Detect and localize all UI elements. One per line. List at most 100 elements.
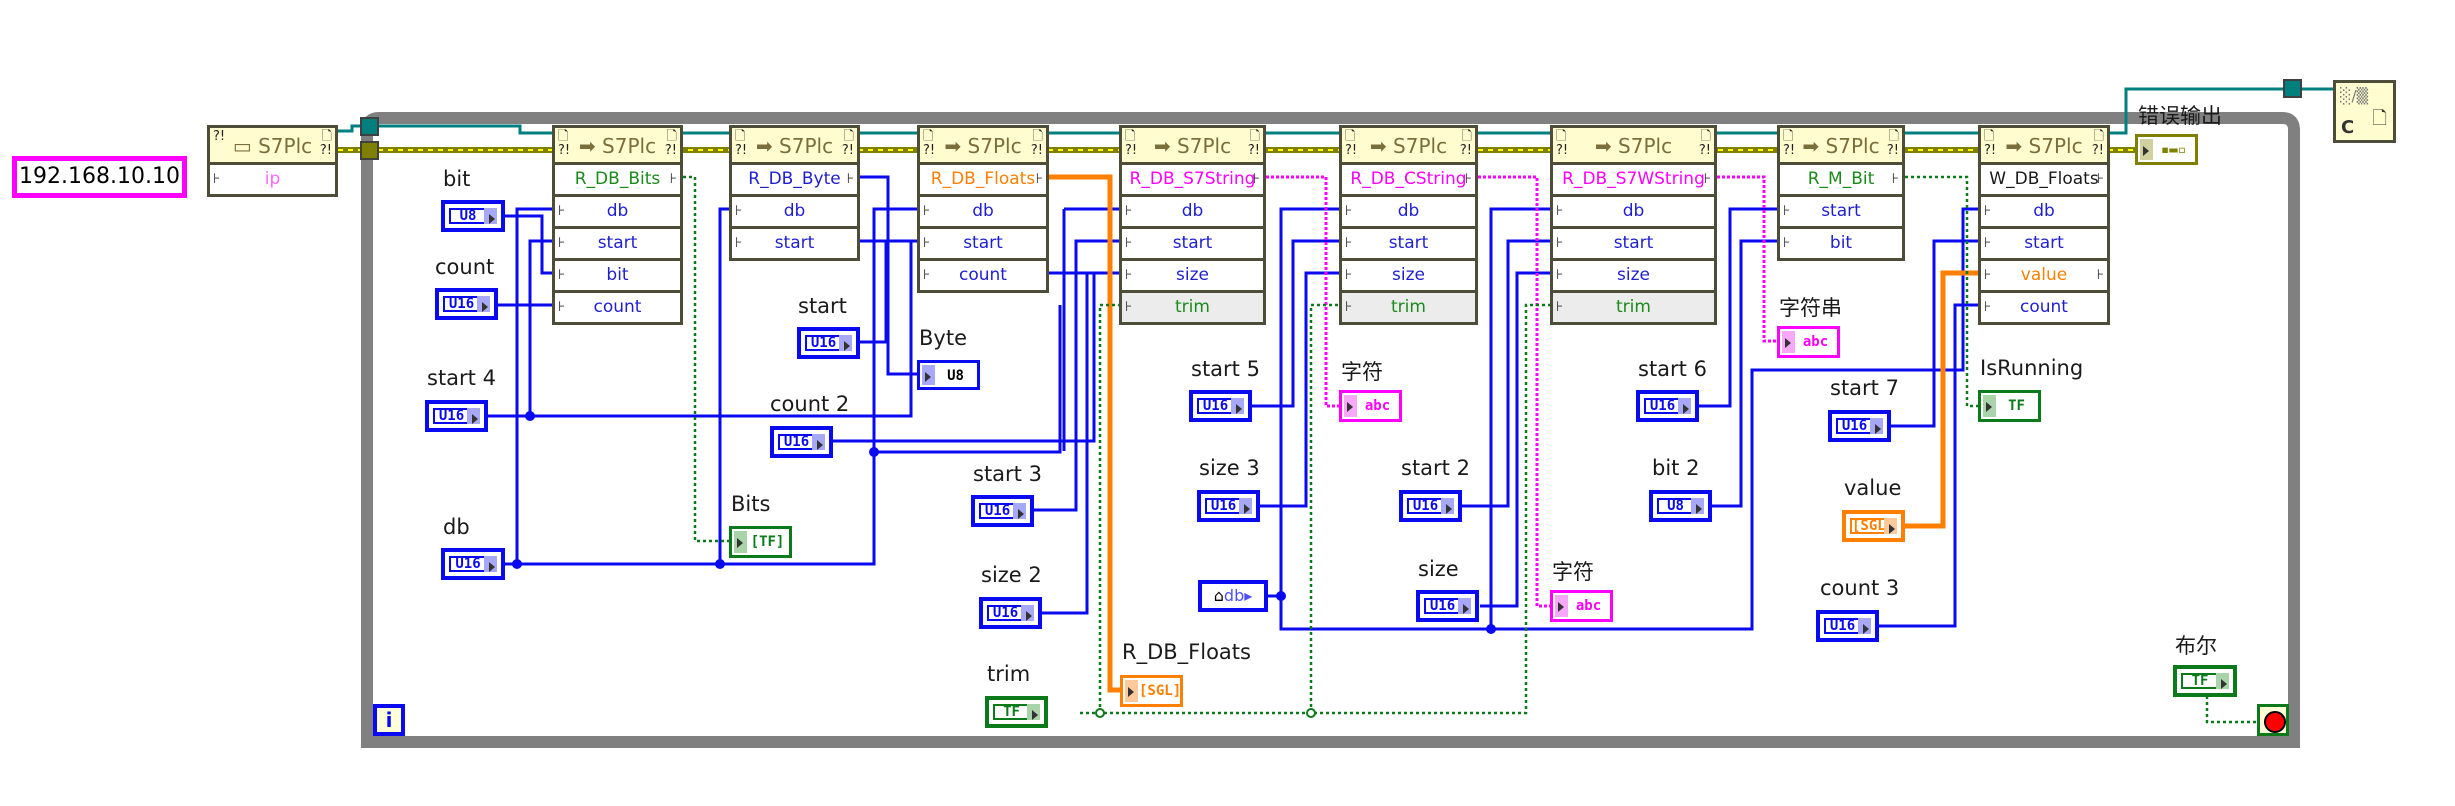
output-terminal-icon (484, 208, 497, 224)
reference-tunnel (360, 117, 379, 136)
method-node-r-db-cstring[interactable]: 🗋?!➡ S7Plc🗋?!R_DB_CString⊦⊦db⊦start⊦size… (1339, 125, 1478, 325)
char1-indicator[interactable]: abc (1339, 390, 1402, 422)
count3-control[interactable]: U16 (1816, 610, 1879, 642)
local-variable-name: db (1223, 586, 1245, 605)
input-terminal-icon (2140, 139, 2153, 160)
size3-control[interactable]: U16 (1197, 490, 1260, 522)
input-terminal-icon (1555, 595, 1568, 617)
invoke-arrow-icon: ➡ (944, 134, 968, 158)
input-bit: bit (1829, 233, 1853, 253)
method-node-r-db-s7wstring[interactable]: 🗋?!➡ S7Plc🗋?!R_DB_S7WString⊦⊦db⊦start⊦si… (1550, 125, 1717, 325)
input-size: size (1392, 265, 1425, 285)
start4-control[interactable]: U16 (425, 400, 488, 432)
ip-constant[interactable]: 192.168.10.10 (12, 156, 187, 198)
db-label: db (443, 515, 470, 539)
char1-label: 字符 (1341, 360, 1383, 384)
output-terminal-icon (1691, 498, 1704, 514)
size-control[interactable]: U16 (1416, 590, 1479, 622)
method-name: R_DB_Floats (930, 169, 1036, 189)
reference-out-icon: 🗋?! (2091, 129, 2104, 158)
start2-control[interactable]: U16 (1399, 490, 1462, 522)
method-node-r-db-floats[interactable]: 🗋?!➡ S7Plc🗋?!R_DB_Floats⊦⊦db⊦start⊦count (917, 125, 1049, 293)
loop-stop-terminal[interactable] (2257, 704, 2289, 736)
type-badge: U8 (459, 208, 477, 224)
input-count: count (593, 297, 642, 317)
reference-out-icon: 🗋?! (1459, 129, 1472, 158)
type-badge: U16 (1841, 418, 1868, 434)
input-start: start (1821, 201, 1861, 221)
input-bit: bit (606, 265, 629, 285)
method-node-r-m-bit[interactable]: 🗋?!➡ S7Plc🗋?!R_M_Bit⊦⊦start⊦bit (1777, 125, 1905, 261)
invoke-arrow-icon: ➡ (1802, 134, 1826, 158)
method-node-r-db-s7string[interactable]: 🗋?!➡ S7Plc🗋?!R_DB_S7String⊦⊦db⊦start⊦siz… (1119, 125, 1266, 325)
bits-indicator[interactable]: [TF] (729, 526, 792, 558)
input-terminal-icon (734, 531, 747, 553)
input-start: start (1388, 233, 1429, 253)
size-label: size (1418, 557, 1459, 581)
reference-in-icon: 🗋?! (1345, 129, 1358, 158)
byte-indicator[interactable]: U8 (917, 360, 980, 390)
bool-label: 布尔 (2175, 634, 2217, 658)
input-count: count (2020, 297, 2068, 317)
input-size: size (1176, 265, 1209, 285)
bit-control[interactable]: U8 (441, 200, 505, 232)
class-name: S7Plc (1825, 134, 1880, 158)
reference-out-icon: 🗋?! (841, 129, 854, 158)
start4-label: start 4 (427, 366, 496, 390)
input-terminal-icon (1344, 395, 1357, 417)
ip-input: ip (264, 169, 281, 189)
start-control[interactable]: U16 (797, 327, 860, 359)
string-indicator[interactable]: abc (1777, 326, 1840, 358)
input-start: start (597, 233, 638, 253)
reference-icon: 🗋 (2372, 108, 2387, 129)
input-start: start (774, 233, 815, 253)
value-control[interactable]: [SGL] (1842, 510, 1905, 542)
start7-control[interactable]: U16 (1828, 410, 1891, 442)
stop-icon (2264, 711, 2286, 733)
method-name: R_DB_Bits (574, 169, 661, 189)
start5-control[interactable]: U16 (1189, 390, 1252, 422)
reference-in-icon: 🗋?! (1783, 129, 1796, 158)
invoke-arrow-icon: ➡ (578, 134, 603, 158)
start3-label: start 3 (973, 462, 1042, 486)
reference-in-icon: 🗋?! (923, 129, 936, 158)
isrunning-indicator[interactable]: TF (1978, 390, 2041, 422)
close-node[interactable]: ░/▒ C 🗋 (2333, 80, 2396, 143)
output-arrow-icon: ▸ (1244, 586, 1253, 605)
db-local-variable[interactable]: ⌂db▸ (1198, 580, 1268, 612)
type-badge: U16 (438, 408, 465, 424)
error-out-indicator[interactable]: ▪▬▫ (2135, 134, 2198, 165)
type-badge: [SGL] (1852, 518, 1895, 534)
method-node-r-db-bits[interactable]: 🗋?!➡ S7Plc🗋?!R_DB_Bits⊦⊦db⊦start⊦bit⊦cou… (552, 125, 683, 325)
local-variable-icon: ⌂ (1213, 586, 1224, 605)
s7plc-constructor-node[interactable]: ?!▭ S7Plc🗋?! ⊦ip (207, 125, 338, 197)
type-badge: U16 (1202, 398, 1229, 414)
method-node-r-db-byte[interactable]: 🗋?!➡ S7Plc🗋?!R_DB_Byte⊦⊦db⊦start (729, 125, 860, 261)
input-count: count (959, 265, 1007, 285)
type-badge: TF (1003, 704, 1020, 720)
size2-control[interactable]: U16 (979, 597, 1042, 629)
char2-label: 字符 (1552, 560, 1594, 584)
input-value: value (2020, 265, 2068, 285)
input-terminal-icon (1125, 680, 1138, 702)
floats-indicator[interactable]: [SGL] (1120, 675, 1183, 707)
trim-control[interactable]: TF (985, 696, 1048, 728)
output-terminal-icon (1231, 398, 1244, 414)
count-control[interactable]: U16 (435, 288, 498, 320)
start6-label: start 6 (1638, 357, 1707, 381)
reference-in-icon: 🗋?! (735, 129, 748, 158)
boolean-junctions (1095, 708, 1316, 718)
start3-control[interactable]: U16 (971, 495, 1034, 527)
output-terminal-icon (812, 434, 825, 450)
count2-control[interactable]: U16 (770, 426, 833, 458)
method-name: R_M_Bit (1807, 169, 1875, 189)
type-badge: U8 (1667, 498, 1684, 514)
bit2-control[interactable]: U8 (1649, 490, 1712, 522)
method-node-w-db-floats[interactable]: 🗋?!➡ S7Plc🗋?!W_DB_Floats⊦⊦db⊦start⊦value… (1978, 125, 2110, 325)
bool-control[interactable]: TF (2173, 665, 2237, 697)
db-control[interactable]: U16 (441, 548, 505, 580)
invoke-arrow-icon: ➡ (755, 134, 780, 158)
char2-indicator[interactable]: abc (1550, 590, 1613, 622)
class-name: S7Plc (1177, 134, 1232, 158)
start6-control[interactable]: U16 (1636, 390, 1699, 422)
